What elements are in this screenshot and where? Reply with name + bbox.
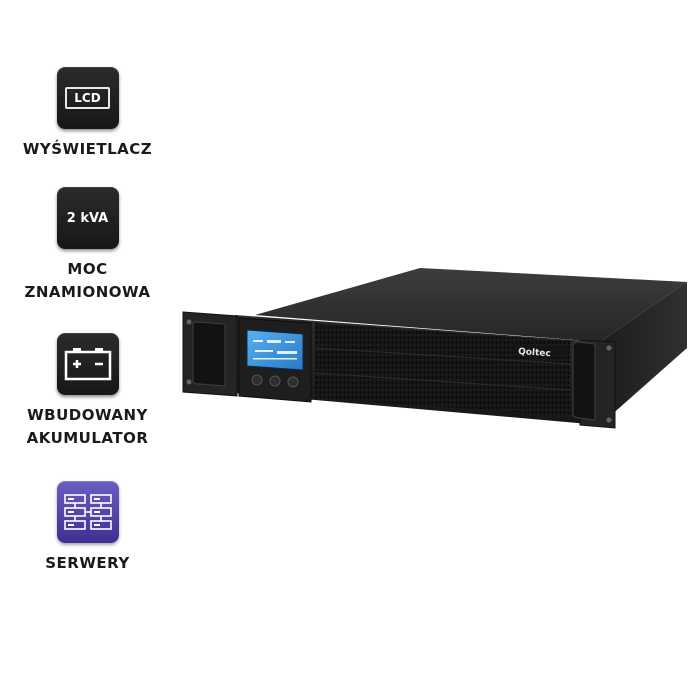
feature-lcd-caption-text: WYŚWIETLACZ (22, 140, 153, 158)
power-off-button[interactable] (287, 376, 299, 388)
ups-illustration: Qoltec (182, 268, 687, 429)
lcd-readout (253, 340, 297, 360)
feature-servers: SERWERY (0, 481, 175, 575)
chassis-side (600, 282, 687, 425)
vent-grille (315, 323, 570, 416)
handle-left (192, 321, 226, 387)
vent-divider (314, 372, 571, 391)
feature-power-rating: 2 kVA MOC ZNAMIONOWA (0, 187, 175, 304)
feature-lcd: LCD WYŚWIETLACZ (0, 67, 175, 161)
feature-servers-caption: SERWERY (0, 552, 175, 575)
feature-power-caption-line1: MOC (67, 260, 108, 278)
ups-rack-unit: Qoltec (175, 260, 695, 440)
power-on-button[interactable] (251, 374, 263, 386)
handle-right (572, 341, 596, 421)
brand-plate (513, 344, 567, 358)
server-rack-glyph (63, 494, 112, 530)
feature-servers-caption-text: SERWERY (45, 554, 130, 572)
function-button[interactable] (269, 375, 281, 387)
rack-screw (606, 345, 612, 351)
server-rack-icon (56, 481, 119, 543)
feature-lcd-caption: WYŚWIETLACZ (0, 138, 175, 161)
feature-battery-caption: WBUDOWANY AKUMULATOR (0, 404, 175, 450)
feature-power-caption-line2: ZNAMIONOWA (24, 283, 151, 301)
brand-logo: Qoltec (518, 347, 551, 359)
feature-battery-caption-line2: AKUMULATOR (26, 429, 149, 447)
chassis-top (255, 268, 687, 342)
rack-screw (186, 319, 192, 325)
feature-battery-caption-line1: WBUDOWANY (27, 406, 148, 424)
rack-screw (186, 379, 192, 385)
power-rating-icon-label: 2 kVA (66, 210, 109, 226)
battery-glyph (64, 348, 111, 381)
lcd-icon: LCD (56, 67, 119, 129)
rack-screw (606, 417, 612, 423)
feature-power-caption: MOC ZNAMIONOWA (0, 258, 175, 304)
vent-divider (314, 347, 571, 365)
lcd-icon-label: LCD (65, 87, 110, 109)
power-rating-icon: 2 kVA (56, 187, 119, 249)
feature-battery: WBUDOWANY AKUMULATOR (0, 333, 175, 450)
battery-icon (56, 333, 119, 395)
